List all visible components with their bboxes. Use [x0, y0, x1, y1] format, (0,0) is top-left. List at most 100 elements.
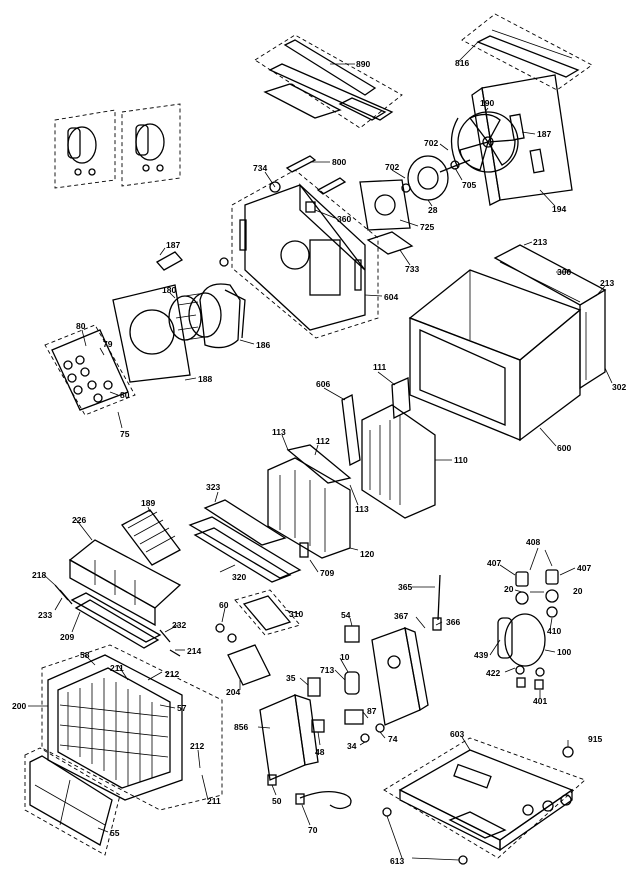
part-112-bracket	[286, 444, 352, 484]
callout-204: 204	[226, 687, 240, 697]
callout-189: 189	[141, 498, 155, 508]
callout-310: 310	[289, 609, 303, 619]
part-226-louver-assembly	[68, 539, 182, 627]
callout-70: 70	[308, 825, 318, 835]
leader-lines	[28, 41, 613, 861]
part-28-fan-motor	[401, 155, 471, 201]
callout-407-right: 407	[577, 563, 591, 573]
callout-365: 365	[398, 582, 412, 592]
callout-74: 74	[388, 734, 398, 744]
part-35-relay	[307, 677, 321, 697]
callout-55: 55	[110, 828, 120, 838]
callout-50: 50	[272, 796, 282, 806]
callout-702-lower: 702	[385, 162, 399, 172]
part-365-rod	[432, 574, 442, 631]
callout-407-left: 407	[487, 558, 501, 568]
callout-702-upper: 702	[424, 138, 438, 148]
part-204-plate	[227, 644, 271, 686]
callout-100: 100	[557, 647, 571, 657]
callout-87: 87	[367, 706, 377, 716]
callout-856: 856	[234, 722, 248, 732]
callout-209: 209	[60, 632, 74, 642]
part-186-blower-housing	[199, 283, 246, 349]
callout-110: 110	[454, 455, 468, 465]
callout-705: 705	[462, 180, 476, 190]
part-603-base-pan	[383, 737, 586, 859]
callout-120: 120	[360, 549, 374, 559]
part-111-bracket	[391, 377, 411, 420]
callout-800: 800	[332, 157, 346, 167]
callout-75: 75	[120, 429, 130, 439]
callout-709: 709	[320, 568, 334, 578]
callout-408: 408	[526, 537, 540, 547]
callout-58: 58	[80, 650, 90, 660]
callout-48: 48	[315, 747, 325, 757]
part-180-blower-wheel	[168, 292, 222, 341]
part-725-motor-mount	[359, 179, 411, 231]
callout-604: 604	[384, 292, 398, 302]
part-709-clip	[299, 542, 309, 558]
callout-733: 733	[405, 264, 419, 274]
part-915-plug	[562, 746, 574, 758]
callout-113-upper: 113	[272, 427, 286, 437]
part-54-terminal	[344, 625, 360, 643]
callout-190: 190	[480, 98, 494, 108]
part-194-fan-shroud	[471, 74, 573, 206]
callout-20-left: 20	[504, 584, 514, 594]
callout-180: 180	[162, 285, 176, 295]
callout-233: 233	[38, 610, 52, 620]
part-110-condenser-coil	[361, 404, 436, 519]
part-320-pan	[188, 516, 302, 583]
callout-211-upper: 211	[110, 663, 124, 673]
part-187-clip	[155, 251, 184, 271]
callout-360: 360	[337, 214, 351, 224]
compressor-thumbnail-left	[54, 109, 116, 189]
callout-422: 422	[486, 668, 500, 678]
part-100-compressor	[497, 613, 546, 690]
callout-323: 323	[206, 482, 220, 492]
part-310-cover	[234, 589, 301, 636]
callout-20-right: 20	[573, 586, 583, 596]
callout-186: 186	[256, 340, 270, 350]
callout-112: 112	[316, 436, 330, 446]
callout-613: 613	[390, 856, 404, 866]
callout-401: 401	[533, 696, 547, 706]
callout-816: 816	[455, 58, 469, 68]
part-367-electrical-box	[371, 626, 429, 726]
callout-34: 34	[347, 741, 357, 751]
callout-603: 603	[450, 729, 464, 739]
callout-labels: 890 816 190 187 702 702 705 28 194 734 8…	[12, 58, 626, 866]
callout-54: 54	[341, 610, 351, 620]
part-209-louver-bar	[70, 592, 162, 649]
callout-226: 226	[72, 515, 86, 525]
part-606-bracket	[341, 394, 361, 466]
part-733-bracket	[366, 231, 414, 255]
callout-113-lower: 113	[355, 504, 369, 514]
part-600-outer-case	[408, 269, 582, 442]
callout-890: 890	[356, 59, 370, 69]
callout-194: 194	[552, 204, 566, 214]
part-800-brackets	[285, 155, 347, 213]
callout-218: 218	[32, 570, 46, 580]
part-200-front-grille	[41, 644, 223, 811]
callout-600: 600	[557, 443, 571, 453]
callout-28: 28	[428, 205, 438, 215]
part-190-fan-blade	[450, 111, 519, 173]
part-323-pan	[203, 499, 287, 546]
callout-410: 410	[547, 626, 561, 636]
callout-213-right: 213	[600, 278, 614, 288]
part-87-block	[344, 709, 364, 725]
part-713-capacitor	[344, 671, 360, 695]
compressor-thumbnail-right	[121, 103, 181, 187]
callout-212-upper: 212	[165, 669, 179, 679]
callout-915: 915	[588, 734, 602, 744]
callout-734: 734	[253, 163, 267, 173]
callout-79: 79	[103, 339, 113, 349]
callout-10: 10	[340, 652, 350, 662]
callout-606: 606	[316, 379, 330, 389]
part-300-gasket-frame	[493, 244, 607, 390]
callout-320: 320	[232, 572, 246, 582]
callout-60: 60	[219, 600, 229, 610]
